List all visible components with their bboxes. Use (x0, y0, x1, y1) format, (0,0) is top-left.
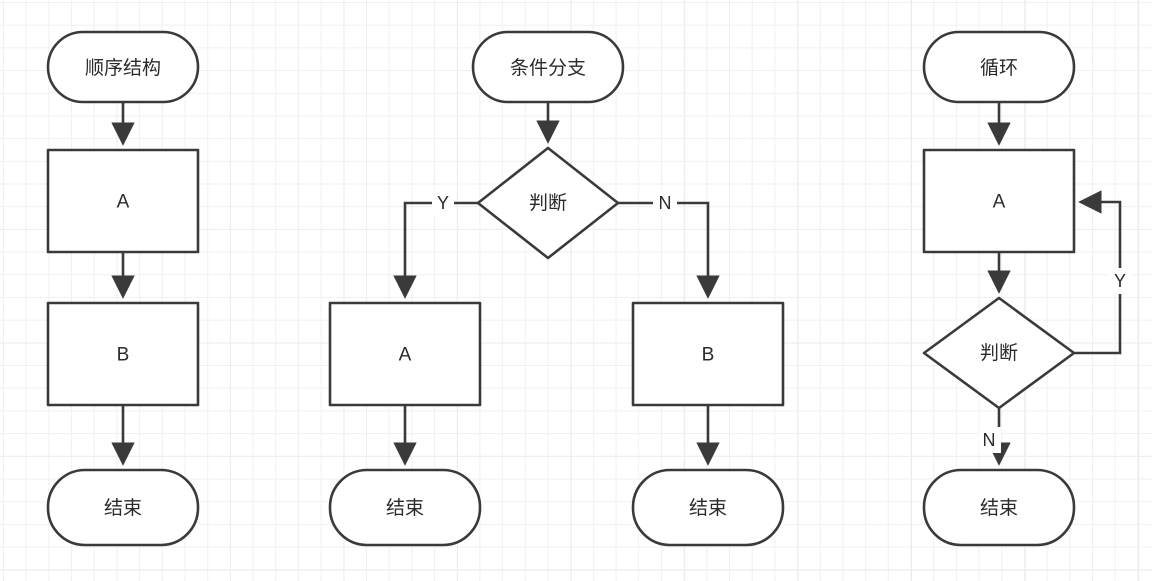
edge-label-backdrop (1108, 268, 1132, 294)
node-cond-end-right[interactable]: 结束 (631, 468, 785, 547)
node-label: 结束 (689, 497, 727, 519)
rectangle-shape (328, 301, 482, 407)
node-label: 判断 (980, 342, 1018, 364)
edge-label-yes: Y (437, 193, 449, 213)
edge-label-no: N (659, 193, 672, 213)
node-seq-a[interactable]: A (46, 148, 200, 254)
node-seq-end[interactable]: 结束 (46, 468, 200, 547)
column-conditional: 条件分支 判断 Y N (328, 30, 785, 547)
column-sequence: 顺序结构 A B (46, 30, 200, 547)
edge-label-backdrop (979, 427, 1001, 453)
node-label: A (993, 192, 1006, 213)
edge-loop-no: N (979, 408, 1011, 466)
node-loop-end[interactable]: 结束 (922, 468, 1076, 547)
node-seq-b[interactable]: B (46, 301, 200, 407)
node-loop-a[interactable]: A (922, 148, 1076, 254)
node-loop-decision[interactable]: 判断 (922, 296, 1076, 410)
node-cond-start[interactable]: 条件分支 (471, 30, 625, 104)
node-cond-b[interactable]: B (631, 301, 785, 407)
edge-label-no: N (983, 430, 996, 450)
node-label: 结束 (386, 497, 424, 519)
node-label: B (117, 345, 130, 366)
edge-loop-yes-feedback: Y (1074, 190, 1132, 355)
node-label: 循环 (980, 57, 1018, 79)
node-label: 顺序结构 (85, 57, 161, 79)
diamond-shape (476, 146, 620, 260)
edge-label-yes: Y (1114, 271, 1126, 291)
edge-line (393, 201, 478, 299)
edge-label-backdrop (653, 190, 677, 216)
node-label: B (702, 345, 715, 366)
node-label: A (399, 345, 412, 366)
node-label: 结束 (104, 497, 142, 519)
node-cond-decision[interactable]: 判断 (476, 146, 620, 260)
edge-cond-yes: Y (393, 190, 478, 299)
node-seq-start[interactable]: 顺序结构 (46, 30, 200, 104)
rectangle-shape (922, 148, 1076, 254)
rectangle-shape (631, 301, 785, 407)
stadium-shape (922, 468, 1076, 547)
edge-cond-no: N (618, 190, 720, 299)
rectangle-shape (46, 148, 200, 254)
node-label: 条件分支 (510, 57, 586, 79)
node-cond-a[interactable]: A (328, 301, 482, 407)
node-loop-start[interactable]: 循环 (922, 30, 1076, 104)
stadium-shape (328, 468, 482, 547)
node-cond-end-left[interactable]: 结束 (328, 468, 482, 547)
node-label: 判断 (529, 192, 567, 214)
stadium-shape (46, 468, 200, 547)
edge-label-backdrop (432, 190, 454, 216)
edge-line (618, 201, 720, 299)
column-loop: 循环 A 判断 Y (922, 30, 1132, 547)
stadium-shape (631, 468, 785, 547)
node-label: A (117, 192, 130, 213)
node-label: 结束 (980, 497, 1018, 519)
